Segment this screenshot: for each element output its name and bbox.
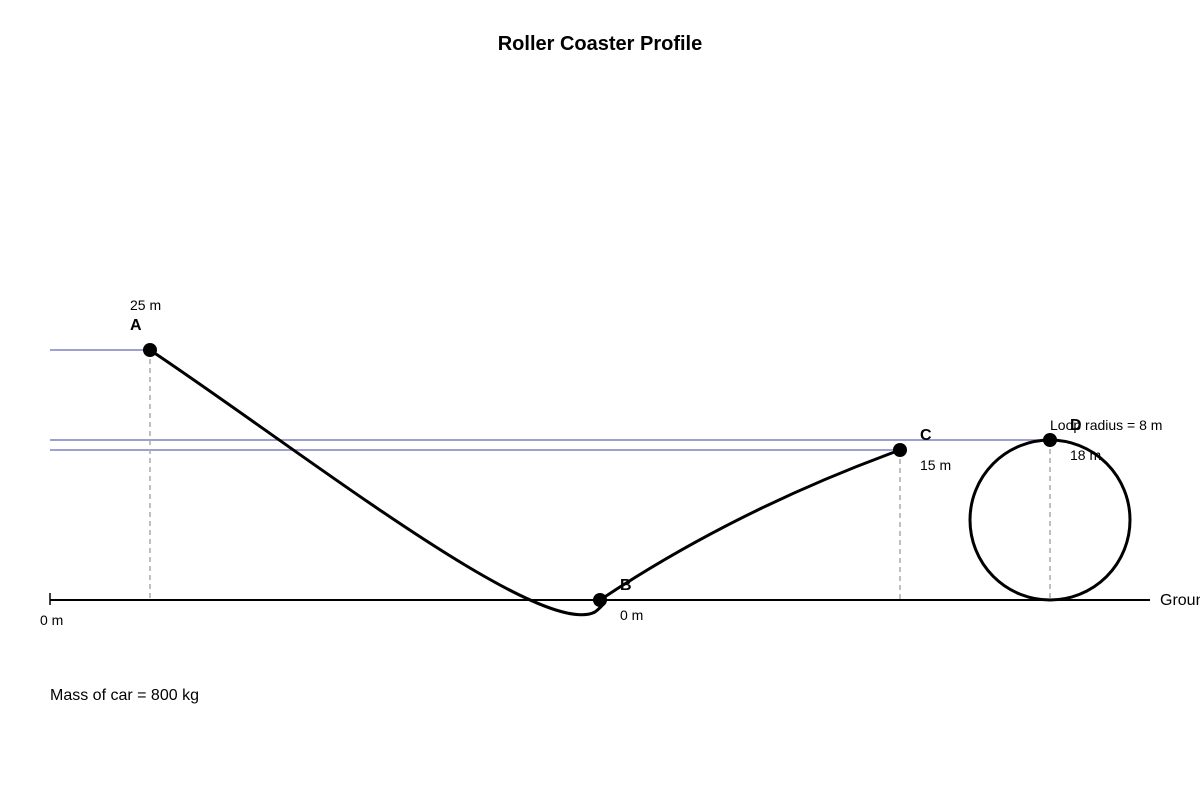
mass-label: Mass of car = 800 kg: [50, 687, 199, 704]
coaster-track: [149, 348, 901, 617]
point-d-height: 18 m: [1070, 447, 1101, 463]
diagram-title: Roller Coaster Profile: [498, 33, 703, 55]
loop-radius-label: Loop radius = 8 m: [1050, 417, 1162, 433]
point-c-label: C: [920, 427, 932, 444]
point-a-label: A: [130, 317, 142, 334]
point-b-marker: [593, 593, 607, 607]
point-a-marker: [143, 343, 157, 357]
ground-label: Ground: [1160, 592, 1200, 609]
ground-zero-label: 0 m: [40, 612, 63, 628]
point-c-height: 15 m: [920, 457, 951, 473]
point-c-marker: [893, 443, 907, 457]
point-b-height: 0 m: [620, 607, 643, 623]
point-d-label: D: [1070, 417, 1082, 434]
point-a-height: 25 m: [130, 297, 161, 313]
point-d-marker: [1043, 433, 1057, 447]
point-b-label: B: [620, 577, 632, 594]
